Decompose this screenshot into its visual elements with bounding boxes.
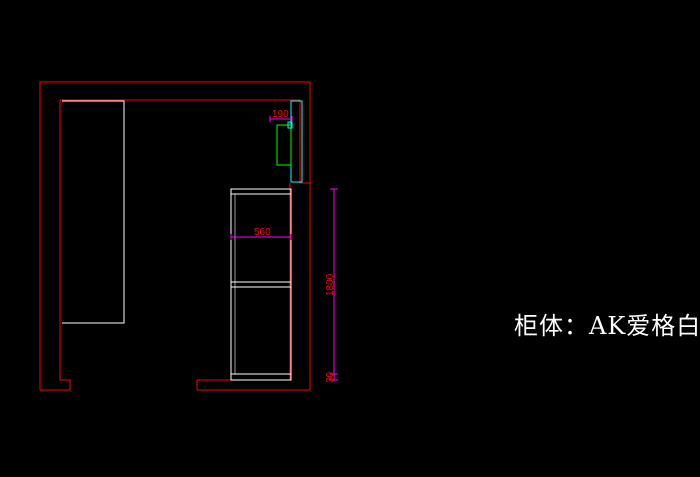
right-wall-bottom bbox=[197, 183, 311, 391]
left-cabinet-outline bbox=[62, 100, 125, 324]
base-height-label: 30 bbox=[325, 371, 336, 383]
outlet-box bbox=[276, 124, 292, 166]
outlet-width-label: 190 bbox=[272, 109, 289, 120]
outlet-mount bbox=[287, 121, 293, 129]
material-note: 柜体：AK爱格白 bbox=[514, 312, 700, 340]
room-wall-outline bbox=[39, 81, 311, 391]
cabinet-height-label: 1800 bbox=[325, 273, 336, 296]
cabinet-depth-label: 560 bbox=[254, 227, 271, 238]
main-cabinet-body bbox=[230, 188, 292, 381]
